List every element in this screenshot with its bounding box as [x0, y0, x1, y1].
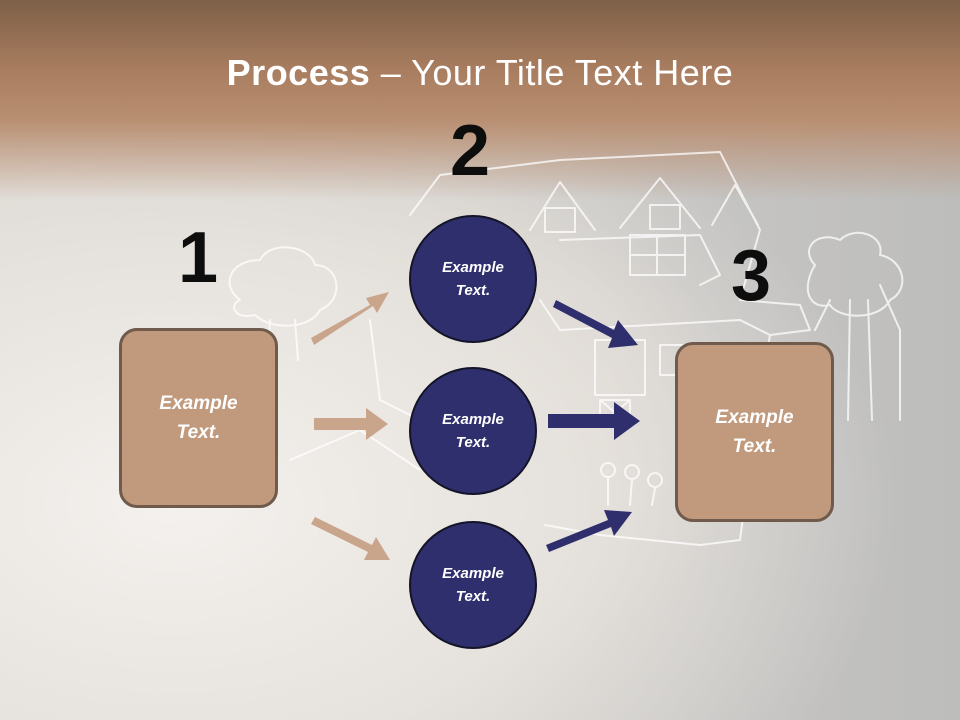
circle-bottom: Example Text. [409, 521, 537, 649]
circle-top-line2: Text. [455, 282, 491, 299]
slide-title: Process – Your Title Text Here [0, 52, 960, 94]
title-bold: Process [226, 52, 371, 93]
circle-bottom-line2: Text. [455, 588, 491, 605]
step-number-3: 3 [731, 236, 772, 316]
circle-top-line1: Example [442, 259, 504, 276]
arrow-left-to-top [311, 292, 389, 345]
circle-bottom-text: Example Text. [442, 562, 504, 608]
arrow-middle-to-right [548, 402, 640, 440]
right-box-line1: Example [715, 407, 794, 428]
right-box-text: Example Text. [715, 403, 793, 461]
circle-top: Example Text. [409, 215, 537, 343]
step-number-1: 1 [178, 218, 219, 298]
circle-top-text: Example Text. [442, 256, 504, 302]
arrow-bottom-to-right [546, 510, 632, 552]
left-box-line1: Example [159, 393, 238, 414]
left-box-line2: Text. [176, 422, 221, 443]
left-step-box: Example Text. [119, 328, 278, 508]
circle-middle-text: Example Text. [442, 408, 504, 454]
circle-bottom-line1: Example [442, 565, 504, 582]
arrow-top-to-right [553, 300, 638, 348]
title-dash: – [370, 52, 412, 93]
arrow-left-to-bottom [311, 517, 390, 560]
circle-middle: Example Text. [409, 367, 537, 495]
circle-middle-line1: Example [442, 411, 504, 428]
right-step-box: Example Text. [675, 342, 834, 522]
right-box-line2: Text. [732, 436, 777, 457]
title-rest: Your Title Text Here [411, 52, 734, 93]
left-box-text: Example Text. [159, 389, 237, 447]
circle-middle-line2: Text. [455, 434, 491, 451]
arrow-left-to-middle [314, 408, 388, 440]
step-number-2: 2 [450, 111, 491, 191]
